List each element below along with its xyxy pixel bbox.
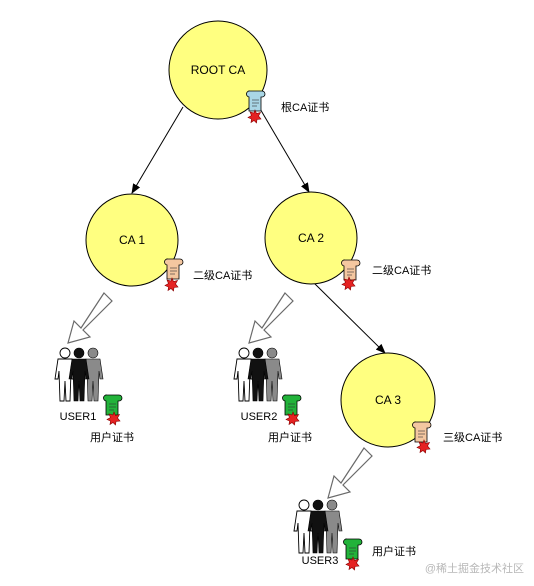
ca-root-node: ROOT CA 根CA证书	[168, 20, 329, 124]
certificate-scroll-icon	[282, 394, 302, 416]
connector-ca2-ca3	[312, 281, 386, 354]
ca-root-circle	[168, 20, 268, 120]
ca-1-circle	[85, 193, 179, 287]
certificate-scroll-icon	[412, 421, 432, 443]
user1-node: USER1 用户证书	[54, 347, 134, 444]
user3-cert-label: 用户证书	[372, 544, 416, 558]
red-seal-icon	[416, 439, 431, 454]
user-group-icon	[233, 347, 283, 402]
red-seal-icon	[247, 109, 262, 124]
issue-arrows	[67, 292, 373, 499]
ca-root-label: ROOT CA	[191, 63, 245, 77]
certificate-scroll-icon	[343, 538, 363, 560]
ca-3-circle	[340, 352, 436, 448]
user2-cert-label: 用户证书	[268, 430, 312, 444]
ca-1-label: CA 1	[119, 233, 145, 247]
ca-1-node: CA 1 二级CA证书	[85, 193, 252, 292]
watermark-text: @稀土掘金技术社区	[425, 561, 524, 575]
red-seal-icon	[164, 277, 179, 292]
ca-2-circle	[264, 191, 358, 285]
user1-cert-label: 用户证书	[90, 430, 134, 444]
hollow-arrow-ca1-user1	[67, 292, 113, 344]
hollow-arrow-ca2-user2	[248, 292, 294, 344]
user-group-icon	[293, 499, 343, 554]
certificate-scroll-icon	[103, 394, 123, 416]
ca-2-node: CA 2 二级CA证书	[264, 191, 431, 291]
user-group-icon	[54, 347, 104, 402]
ca-1-cert-label: 二级CA证书	[193, 269, 252, 282]
connector-root-ca2	[258, 106, 310, 193]
user3-node: USER3 用户证书	[293, 499, 416, 571]
certificate-scroll-icon	[164, 258, 184, 280]
ca-3-cert-label: 三级CA证书	[443, 431, 502, 444]
ca-3-node: CA 3 三级CA证书	[340, 352, 502, 454]
user2-label: USER2	[241, 411, 278, 423]
hollow-arrow-ca3-user3	[327, 447, 373, 499]
user2-node: USER2 用户证书	[233, 347, 312, 444]
certificate-scroll-icon	[246, 90, 266, 112]
user1-label: USER1	[60, 411, 97, 423]
ca-2-cert-label: 二级CA证书	[372, 264, 431, 277]
certificate-scroll-icon	[341, 259, 361, 281]
ca-3-label: CA 3	[375, 393, 401, 407]
user3-label: USER3	[302, 555, 339, 567]
ca-2-label: CA 2	[298, 231, 324, 245]
tree-connectors	[131, 106, 386, 354]
root-cert-label: 根CA证书	[281, 100, 329, 114]
connector-root-ca1	[131, 106, 184, 194]
